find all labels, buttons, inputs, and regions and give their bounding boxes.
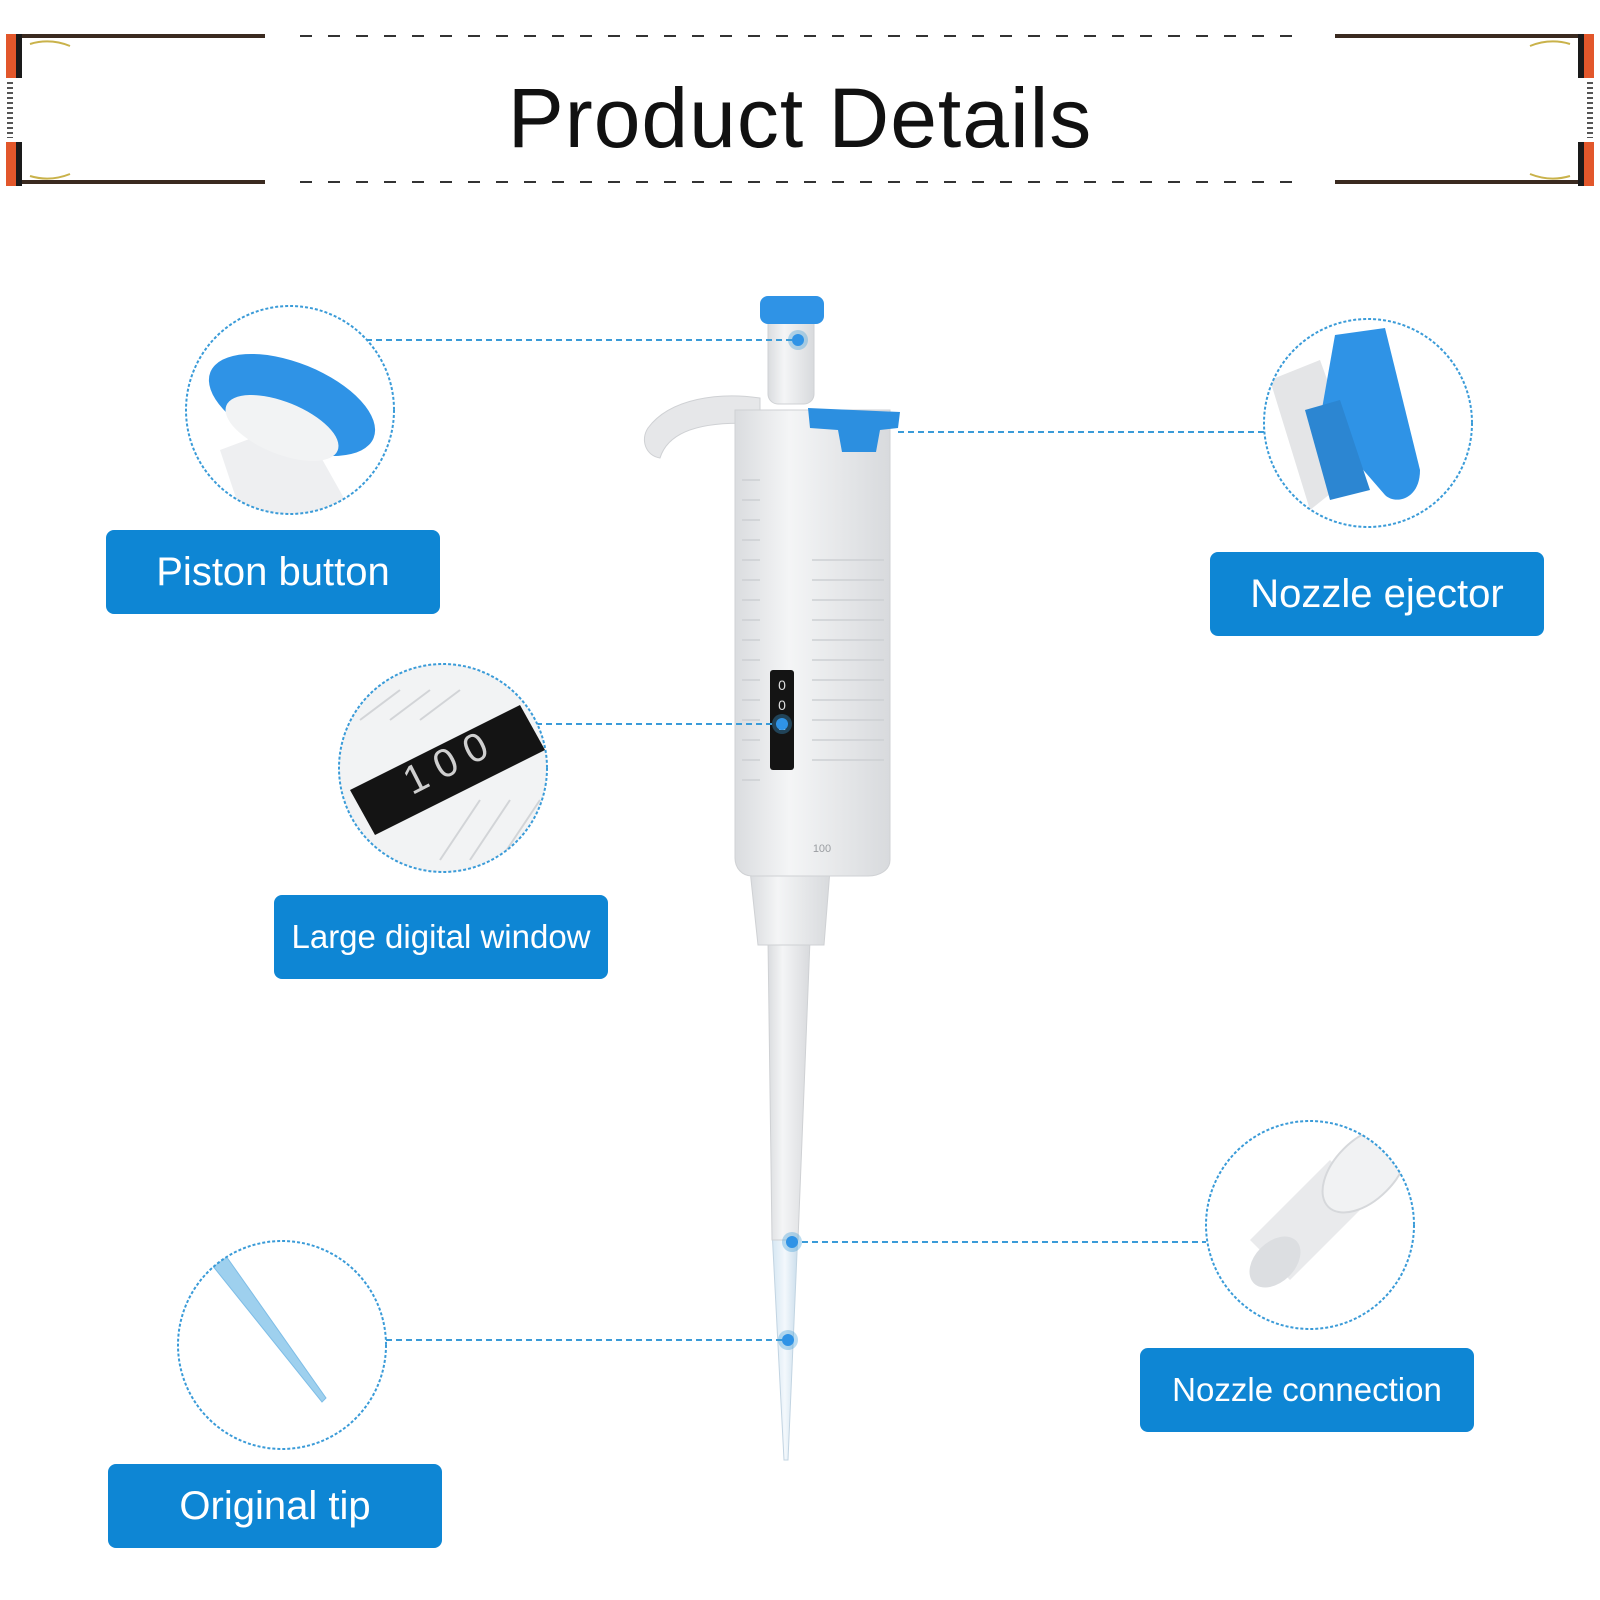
nozzle-ejector-closeup-icon (1263, 318, 1473, 528)
pipette: 0 0 1 100 (644, 296, 900, 1461)
label-nozzle-ejector: Nozzle ejector (1210, 552, 1544, 636)
header-banner: Product Details (0, 30, 1600, 190)
plunger-stem (767, 311, 815, 405)
label-original-tip: Original tip (108, 1464, 442, 1548)
piston-button-closeup-icon (185, 305, 395, 515)
page-title: Product Details (507, 71, 1093, 165)
label-nozzle-connection: Nozzle connection (1140, 1348, 1474, 1432)
callout-dots (772, 330, 808, 1350)
pipette-shaft (767, 939, 811, 1241)
piston-cap (760, 296, 824, 324)
callout-lines (366, 339, 1264, 1341)
window-digit-1: 0 (778, 677, 786, 693)
label-large-digital-window: Large digital window (274, 895, 608, 979)
digital-window-closeup-icon: 1 0 0 (338, 663, 548, 873)
pipette-tip-closeup-icon (177, 1240, 387, 1450)
banner-frame (6, 34, 1594, 186)
window-digit-2: 0 (778, 697, 786, 713)
finger-hook (644, 395, 761, 459)
ejector-button (808, 408, 900, 452)
nozzle-connection-closeup-icon (1205, 1120, 1415, 1330)
volume-mark: 100 (813, 843, 831, 855)
grip-ribs (742, 479, 884, 781)
pipette-collar (749, 869, 831, 946)
label-piston-button: Piston button (106, 530, 440, 614)
